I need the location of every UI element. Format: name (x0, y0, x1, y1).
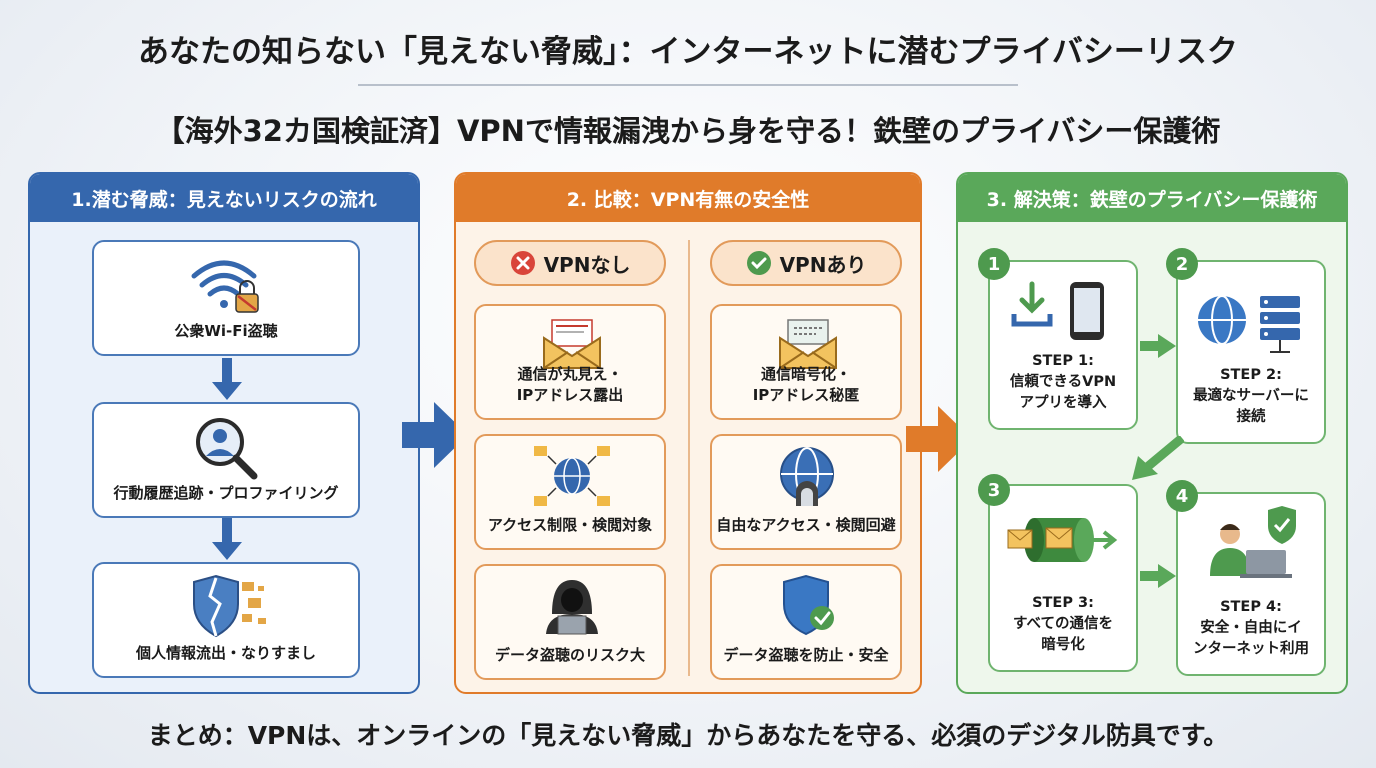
with-vpn-free-label: 自由なアクセス・検閲回避 (716, 516, 896, 534)
comparison-divider (688, 240, 690, 676)
step-4-line2: 安全・自由にイ (1200, 620, 1302, 636)
with-vpn-encrypted-line1: 通信暗号化・ (760, 365, 851, 383)
summary-text: まとめ：VPNは、オンラインの「見えない脅威」からあなたを守る、必須のデジタル防… (147, 721, 1229, 750)
panel-threats-header: 1.潜む脅威：見えないリスクの流れ (30, 174, 418, 222)
threat-leak-label: 個人情報流出・なりすまし (135, 644, 316, 662)
diagonal-arrow-icon (1132, 436, 1184, 480)
panel-threats: 1.潜む脅威：見えないリスクの流れ 公衆Wi-Fi盗聴 行動履歴追跡・プロファイ… (28, 172, 420, 694)
right-arrow-icon (906, 406, 972, 472)
globe-server-icon (1198, 295, 1300, 353)
down-arrow-icon (212, 518, 242, 560)
open-envelope-icon (543, 319, 601, 369)
no-vpn-exposed-line2: IPアドレス露出 (516, 386, 624, 404)
no-vpn-pill: VPNなし (474, 240, 666, 286)
threat-card-tracking: 行動履歴追跡・プロファイリング (92, 402, 360, 518)
page-title: あなたの知らない「見えない脅威」：インターネットに潜むプライバシーリスク (138, 34, 1238, 70)
step-2-card: STEP 2: 最適なサーバーに 接続 (1176, 260, 1326, 444)
threat-tracking-label: 行動履歴追跡・プロファイリング (113, 484, 339, 502)
step-1-line3: アプリを導入 (1019, 395, 1107, 411)
step-2-title: STEP 2: (1220, 367, 1282, 383)
threat-wifi-label: 公衆Wi-Fi盗聴 (174, 322, 278, 340)
encrypted-envelope-icon (779, 319, 837, 369)
right-arrow-icon (1140, 334, 1176, 358)
step-2-line2: 最適なサーバーに (1193, 388, 1309, 404)
with-vpn-encrypted-line2: IPアドレス秘匿 (752, 386, 860, 404)
with-vpn-card-free: 自由なアクセス・検閲回避 (710, 434, 902, 550)
step-1-card: STEP 1: 信頼できるVPN アプリを導入 (988, 260, 1138, 430)
with-vpn-pill: VPNあり (710, 240, 902, 286)
with-vpn-label: VPNあり (779, 252, 867, 277)
check-icon (746, 251, 771, 275)
globe-tunnel-icon (780, 447, 834, 506)
step-4-card: STEP 4: 安全・自由にイ ンターネット利用 (1176, 492, 1326, 676)
panel-comparison-header: 2. 比較：VPN有無の安全性 (456, 174, 920, 222)
threat-card-leak: 個人情報流出・なりすまし (92, 562, 360, 678)
hacker-icon (546, 580, 598, 635)
panel-solution: 3. 解決策：鉄壁のプライバシー保護術 1 STEP 1: 信頼できるVPN ア… (956, 172, 1348, 694)
no-vpn-card-censored: アクセス制限・検閲対象 (474, 434, 666, 550)
person-laptop-shield-icon (1210, 506, 1296, 578)
no-vpn-label: VPNなし (543, 252, 631, 277)
step-3-line2: すべての通信を (1013, 616, 1113, 632)
step-1-line2: 信頼できるVPN (1009, 374, 1117, 390)
no-vpn-censored-label: アクセス制限・検閲対象 (487, 516, 653, 534)
down-arrow-icon (212, 358, 242, 400)
with-vpn-safe-label: データ盗聴を防止・安全 (723, 646, 889, 664)
step-2-line3: 接続 (1236, 409, 1266, 425)
right-arrow-icon (402, 402, 468, 468)
step-4-number: 4 (1166, 480, 1198, 512)
no-vpn-exposed-line1: 通信が丸見え・ (517, 365, 623, 383)
title-divider (358, 84, 1018, 86)
no-vpn-card-risk: データ盗聴のリスク大 (474, 564, 666, 680)
step-1-number: 1 (978, 248, 1010, 280)
broken-shield-icon (193, 574, 266, 638)
step-1-title: STEP 1: (1032, 353, 1094, 369)
step-3-card: STEP 3: すべての通信を 暗号化 (988, 484, 1138, 672)
cross-icon (510, 251, 535, 275)
step-3-line3: 暗号化 (1041, 637, 1085, 653)
right-arrow-icon (1140, 564, 1176, 588)
page-subtitle: 【海外32カ国検証済】VPNで情報漏洩から身を守る！鉄壁のプライバシー保護術 (155, 114, 1221, 148)
encryption-tunnel-icon (1007, 518, 1118, 562)
wifi-lock-icon (191, 260, 259, 313)
panel-comparison: 2. 比較：VPN有無の安全性 VPNなし VPNあり 通信が丸見え・ IPアド… (454, 172, 922, 694)
globe-folders-icon (534, 446, 610, 506)
shield-check-icon (783, 574, 834, 636)
step-3-title: STEP 3: (1032, 595, 1094, 611)
no-vpn-risk-label: データ盗聴のリスク大 (494, 646, 645, 664)
step-2-number: 2 (1166, 248, 1198, 280)
download-phone-icon (1011, 281, 1104, 340)
panel-solution-header: 3. 解決策：鉄壁のプライバシー保護術 (958, 174, 1346, 222)
magnifier-person-icon (196, 418, 258, 480)
threat-card-wifi: 公衆Wi-Fi盗聴 (92, 240, 360, 356)
no-vpn-card-exposed: 通信が丸見え・ IPアドレス露出 (474, 304, 666, 420)
with-vpn-card-encrypted: 通信暗号化・ IPアドレス秘匿 (710, 304, 902, 420)
step-4-title: STEP 4: (1220, 599, 1282, 615)
with-vpn-card-safe: データ盗聴を防止・安全 (710, 564, 902, 680)
step-3-number: 3 (978, 474, 1010, 506)
step-4-line3: ンターネット利用 (1193, 641, 1309, 657)
